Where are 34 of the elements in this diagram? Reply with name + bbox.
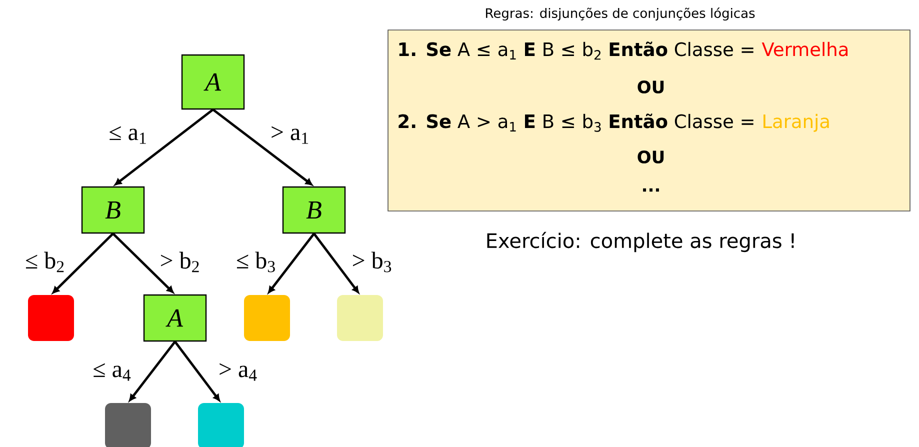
class-leaf xyxy=(337,295,383,341)
class-leaf xyxy=(28,295,74,341)
decision-box: A xyxy=(181,54,245,110)
edge-label: > b$_{3}$ xyxy=(350,250,394,274)
edge-label: ≤ a$_{4}$ xyxy=(92,362,132,382)
connective-word: OU xyxy=(638,150,664,164)
class-name: Vermelha xyxy=(762,42,848,56)
edge-label: ≤ a$_{1}$ xyxy=(108,125,148,145)
arrow xyxy=(129,340,176,402)
edge-label: ≤ b$_{3}$ xyxy=(234,250,278,274)
rule-text: 2. Se A > a$_{1}$ E B ≤ b$_{3}$ Então Classe = xyxy=(398,114,754,132)
exercise-note: Exercício: complete as regras ! xyxy=(487,232,794,252)
edge-label: > a$_{4}$ xyxy=(217,362,259,382)
class-name: Laranja xyxy=(764,114,829,132)
arrow xyxy=(212,108,312,186)
edge-label: > a$_{1}$ xyxy=(269,125,311,145)
edge-label: ≤ b$_{2}$ xyxy=(24,250,66,274)
connective-word: OU xyxy=(638,80,664,94)
arrow xyxy=(112,232,174,294)
edge-label: > b$_{2}$ xyxy=(158,250,202,274)
decision-box: A xyxy=(143,294,207,342)
arrow xyxy=(174,340,220,402)
arrow xyxy=(268,232,315,294)
class-leaf xyxy=(244,295,290,341)
class-leaf xyxy=(105,403,151,447)
rule-text: 1. Se A ≤ a$_{1}$ E B ≤ b$_{2}$ Então Classe = xyxy=(399,42,754,60)
class-leaf xyxy=(198,403,244,447)
connective-word: ... xyxy=(643,188,659,192)
arrow xyxy=(313,232,359,294)
decision-box: B xyxy=(81,186,145,234)
decision-box: B xyxy=(282,186,346,234)
arrow xyxy=(114,108,214,186)
rules-heading: Regras: disjunções de conjunções lógicas xyxy=(486,7,755,21)
arrow xyxy=(52,232,114,294)
